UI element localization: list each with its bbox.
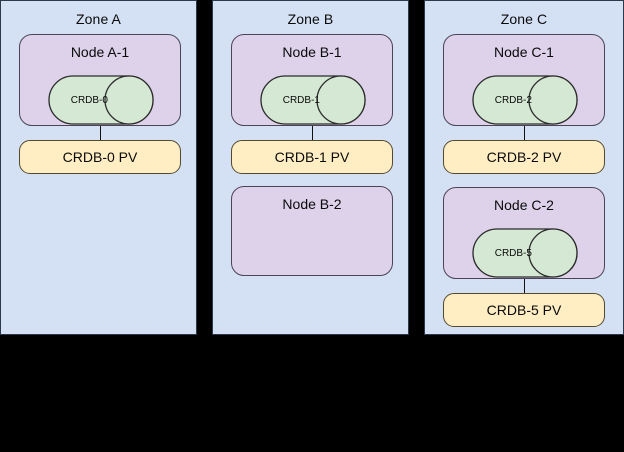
- connector-node-c-1-to-pv: [524, 126, 525, 143]
- node-c-1-title: Node C-1: [494, 44, 554, 60]
- cylinder-shape: [48, 75, 154, 125]
- node-c-1[interactable]: Node C-1 CRDB-2: [443, 34, 605, 126]
- connector-node-b-1-to-pv: [312, 126, 313, 143]
- cylinder-shape: [260, 75, 366, 125]
- node-b-2[interactable]: Node B-2: [231, 186, 393, 276]
- pod-crdb-2[interactable]: CRDB-2: [472, 75, 578, 125]
- pod-crdb-0[interactable]: CRDB-0: [48, 75, 154, 125]
- pv-crdb-2[interactable]: CRDB-2 PV: [443, 140, 605, 174]
- cylinder-shape: [472, 228, 578, 278]
- zone-b[interactable]: Zone B Node B-1 CRDB-1 CRDB-1 PV Node B-…: [212, 0, 409, 335]
- zone-c-title: Zone C: [500, 11, 548, 27]
- zone-a-title: Zone A: [76, 11, 121, 27]
- zone-b-title: Zone B: [287, 11, 334, 27]
- pv-crdb-0[interactable]: CRDB-0 PV: [19, 140, 181, 174]
- pv-crdb-2-label: CRDB-2 PV: [486, 149, 562, 165]
- pv-crdb-5[interactable]: CRDB-5 PV: [443, 293, 605, 327]
- node-b-2-title: Node B-2: [282, 196, 342, 212]
- pv-crdb-0-label: CRDB-0 PV: [62, 149, 138, 165]
- zone-a[interactable]: Zone A Node A-1 CRDB-0 CRDB-0 PV: [0, 0, 197, 335]
- node-c-2-title: Node C-2: [494, 197, 554, 213]
- connector-node-a-1-to-pv: [100, 126, 101, 143]
- pv-crdb-5-label: CRDB-5 PV: [486, 302, 562, 318]
- pod-crdb-5[interactable]: CRDB-5: [472, 228, 578, 278]
- node-c-2[interactable]: Node C-2 CRDB-5: [443, 187, 605, 279]
- node-b-1-title: Node B-1: [282, 44, 342, 60]
- node-a-1-title: Node A-1: [70, 44, 130, 60]
- zone-c[interactable]: Zone C Node C-1 CRDB-2 CRDB-2 PV Node C-…: [424, 0, 624, 335]
- pv-crdb-1[interactable]: CRDB-1 PV: [231, 140, 393, 174]
- pod-crdb-1[interactable]: CRDB-1: [260, 75, 366, 125]
- pv-crdb-1-label: CRDB-1 PV: [274, 149, 350, 165]
- node-b-1[interactable]: Node B-1 CRDB-1: [231, 34, 393, 126]
- connector-node-c-2-to-pv: [524, 279, 525, 296]
- cylinder-shape: [472, 75, 578, 125]
- node-a-1[interactable]: Node A-1 CRDB-0: [19, 34, 181, 126]
